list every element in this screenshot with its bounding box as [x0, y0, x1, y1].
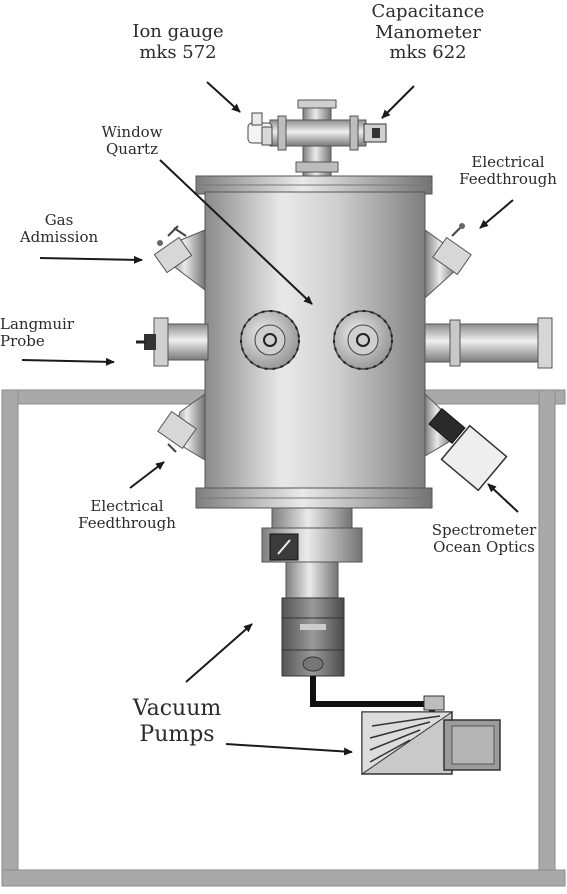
backing-hose [313, 676, 432, 716]
langmuir-probe-port [136, 318, 208, 366]
top-cross-fitting [248, 100, 386, 182]
arrow-electrical-feedthrough-bottom [130, 462, 164, 488]
arrow-langmuir-probe [22, 360, 114, 362]
arrow-spectrometer [488, 484, 518, 512]
arrow-capacitance-manometer [382, 86, 414, 118]
arrow-ion-gauge [207, 82, 240, 112]
label-langmuir-probe: Langmuir Probe [0, 316, 84, 351]
label-window-quartz: Window Quartz [82, 124, 182, 159]
backing-pump [362, 696, 500, 774]
electrical-feedthrough-port-top [425, 223, 471, 298]
label-electrical-feedthrough-bottom: Electrical Feedthrough [68, 498, 186, 533]
label-capacitance-manometer: Capacitance Manometer mks 622 [360, 2, 496, 64]
arrow-vacuum-pumps-right [226, 744, 352, 752]
label-vacuum-pumps: Vacuum Pumps [120, 696, 234, 749]
arrow-electrical-feedthrough-top [480, 200, 513, 228]
right-horizontal-port [425, 318, 552, 368]
spectrometer-port [425, 394, 507, 490]
capacitance-manometer [364, 124, 386, 142]
label-electrical-feedthrough-top: Electrical Feedthrough [452, 154, 564, 189]
turbo-pump [282, 598, 344, 676]
quartz-window-right [334, 311, 392, 369]
arrow-gas-admission [40, 258, 142, 260]
arrow-vacuum-pumps-up [186, 624, 252, 682]
label-ion-gauge: Ion gauge mks 572 [116, 22, 240, 63]
label-spectrometer: Spectrometer Ocean Optics [414, 522, 554, 557]
gas-admission-port [154, 226, 205, 290]
label-gas-admission: Gas Admission [14, 212, 104, 247]
ion-gauge [248, 113, 272, 145]
main-chamber [196, 176, 432, 508]
quartz-window-left [241, 311, 299, 369]
pumping-stack [262, 508, 362, 676]
